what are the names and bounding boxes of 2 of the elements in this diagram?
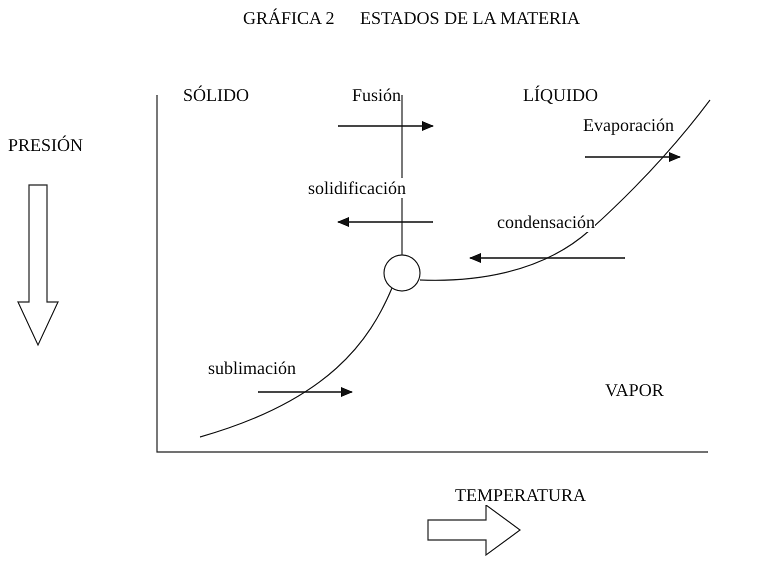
text-label: LÍQUIDO — [523, 85, 598, 105]
text-label: solidificación — [308, 178, 406, 198]
